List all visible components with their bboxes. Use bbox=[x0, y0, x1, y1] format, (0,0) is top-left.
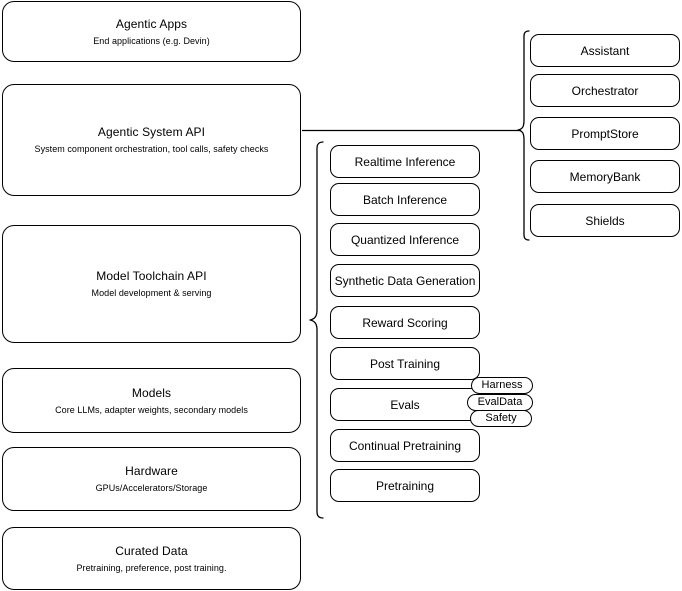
system-item-promptstore[interactable]: PromptStore bbox=[530, 117, 680, 150]
system-item-orchestrator[interactable]: Orchestrator bbox=[530, 74, 680, 107]
item-label: Synthetic Data Generation bbox=[334, 273, 476, 288]
item-label: Continual Pretraining bbox=[348, 438, 462, 453]
layer-title: Hardware bbox=[125, 464, 178, 478]
layer-title: Agentic System API bbox=[97, 125, 206, 139]
item-label: Realtime Inference bbox=[354, 154, 456, 169]
chip-label: EvalData bbox=[477, 396, 523, 408]
toolchain-item-batch-inference[interactable]: Batch Inference bbox=[330, 183, 480, 216]
item-label: Orchestrator bbox=[571, 83, 639, 98]
system-item-assistant[interactable]: Assistant bbox=[530, 34, 680, 67]
toolchain-item-synthetic-data-generation[interactable]: Synthetic Data Generation bbox=[330, 264, 480, 297]
layer-curated-data[interactable]: Curated Data Pretraining, preference, po… bbox=[2, 527, 301, 590]
layer-subtitle: GPUs/Accelerators/Storage bbox=[95, 483, 208, 493]
layer-subtitle: Pretraining, preference, post training. bbox=[76, 562, 227, 573]
toolchain-brace bbox=[309, 141, 324, 519]
item-label: Evals bbox=[390, 397, 420, 412]
item-label: Pretraining bbox=[375, 478, 435, 493]
item-label: Assistant bbox=[580, 43, 630, 58]
item-label: Batch Inference bbox=[362, 192, 448, 207]
layer-title: Curated Data bbox=[115, 543, 188, 558]
eval-chip-safety[interactable]: Safety bbox=[470, 410, 532, 427]
toolchain-item-post-training[interactable]: Post Training bbox=[330, 347, 480, 380]
layer-hardware[interactable]: Hardware GPUs/Accelerators/Storage bbox=[2, 447, 301, 511]
layer-title: Agentic Apps bbox=[115, 16, 188, 31]
chip-label: Harness bbox=[481, 379, 523, 391]
chip-label: Safety bbox=[485, 412, 517, 424]
item-label: Shields bbox=[585, 213, 625, 228]
toolchain-item-realtime-inference[interactable]: Realtime Inference bbox=[330, 145, 480, 178]
system-item-memorybank[interactable]: MemoryBank bbox=[530, 160, 680, 193]
eval-chip-harness[interactable]: Harness bbox=[471, 377, 533, 394]
system-item-shields[interactable]: Shields bbox=[530, 204, 680, 237]
layer-agentic-system-api[interactable]: Agentic System API System component orch… bbox=[2, 84, 301, 196]
layer-model-toolchain-api[interactable]: Model Toolchain API Model development & … bbox=[2, 225, 301, 343]
item-label: Post Training bbox=[369, 356, 441, 371]
item-label: Reward Scoring bbox=[362, 315, 448, 330]
toolchain-item-quantized-inference[interactable]: Quantized Inference bbox=[330, 223, 480, 256]
layer-subtitle: Model development & serving bbox=[91, 288, 212, 298]
layer-title: Model Toolchain API bbox=[96, 269, 207, 283]
toolchain-item-reward-scoring[interactable]: Reward Scoring bbox=[330, 306, 480, 339]
item-label: MemoryBank bbox=[569, 169, 641, 184]
layer-models[interactable]: Models Core LLMs, adapter weights, secon… bbox=[2, 368, 301, 433]
layer-subtitle: Core LLMs, adapter weights, secondary mo… bbox=[55, 404, 248, 415]
eval-chip-evaldata[interactable]: EvalData bbox=[467, 394, 533, 411]
system-components-brace bbox=[517, 30, 530, 241]
layer-subtitle: End applications (e.g. Devin) bbox=[93, 35, 210, 46]
layer-agentic-apps[interactable]: Agentic Apps End applications (e.g. Devi… bbox=[2, 1, 301, 62]
item-label: PromptStore bbox=[571, 126, 639, 141]
item-label: Quantized Inference bbox=[350, 232, 460, 247]
toolchain-item-pretraining[interactable]: Pretraining bbox=[330, 469, 480, 502]
layer-subtitle: System component orchestration, tool cal… bbox=[34, 144, 269, 154]
toolchain-item-continual-pretraining[interactable]: Continual Pretraining bbox=[330, 429, 480, 462]
layer-title: Models bbox=[131, 385, 172, 400]
toolchain-item-evals[interactable]: Evals bbox=[330, 388, 480, 421]
